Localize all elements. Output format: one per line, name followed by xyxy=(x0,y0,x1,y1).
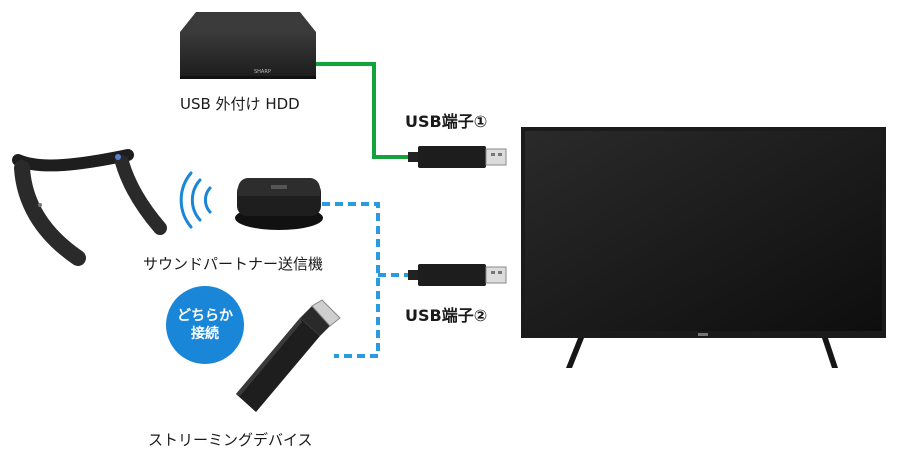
streaming-device-label: ストリーミングデバイス xyxy=(148,431,313,449)
wireless-signal-icon xyxy=(179,171,212,229)
usb-port-2-label: USB端子② xyxy=(405,306,488,325)
badge-line-1: どちらか xyxy=(177,308,233,324)
hdd-label: USB 外付け HDD xyxy=(180,95,300,113)
neck-speaker-icon xyxy=(12,149,167,266)
either-connection-badge: どちらか 接続 xyxy=(166,286,244,364)
usb-plug-icon xyxy=(408,264,507,286)
streaming-stick-icon xyxy=(236,299,341,412)
badge-line-2: 接続 xyxy=(191,326,219,342)
hdd-icon: SHARP xyxy=(180,12,316,79)
green-cable xyxy=(316,62,408,159)
sound-partner-label: サウンドパートナー送信機 xyxy=(143,255,324,273)
hdd-brand-logo: SHARP xyxy=(254,69,271,75)
blue-dotted-connection xyxy=(322,202,408,358)
transmitter-icon xyxy=(235,178,323,230)
usb-port-1-label: USB端子① xyxy=(405,112,488,131)
usb-plug-icon xyxy=(408,146,507,168)
tv-icon xyxy=(521,127,886,368)
